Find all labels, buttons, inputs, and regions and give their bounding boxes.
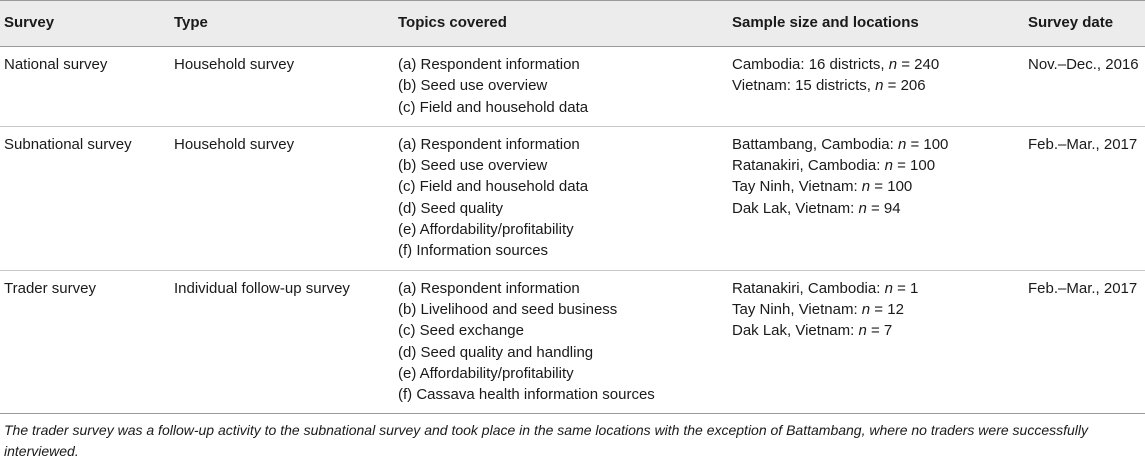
- header-type: Type: [170, 0, 394, 47]
- survey-table: Survey Type Topics covered Sample size a…: [0, 0, 1145, 415]
- sample-item: Dak Lak, Vietnam: n = 7: [732, 320, 1024, 341]
- topic-item: (b) Seed use overview: [398, 77, 548, 95]
- sample-n-symbol: n: [888, 56, 898, 73]
- sample-value: = 100: [906, 135, 949, 153]
- sample-n-symbol: n: [875, 77, 884, 95]
- topic-item: (e) Affordability/profitability: [398, 364, 574, 382]
- topic-item: (f) Cassava health information sources: [398, 386, 655, 404]
- topic-item: (d) Seed quality and handling: [398, 343, 594, 361]
- sample-n-symbol: n: [884, 279, 893, 297]
- sample-value: = 1: [892, 279, 919, 297]
- header-survey: Survey: [0, 0, 170, 47]
- topic-item: (a) Respondent information: [398, 56, 580, 73]
- cell-date: Nov.–Dec., 2016: [1028, 56, 1139, 73]
- sample-value: = 100: [870, 178, 913, 196]
- sample-location: Tay Ninh, Vietnam:: [732, 300, 862, 318]
- sample-location: Ratanakiri, Cambodia:: [732, 279, 885, 297]
- sample-item: Ratanakiri, Cambodia: n = 100: [732, 155, 1024, 176]
- cell-type: Household survey: [174, 56, 295, 73]
- cell-date: Feb.–Mar., 2017: [1024, 125, 1145, 271]
- topic-item: (a) Respondent information: [398, 135, 580, 153]
- cell-date: Feb.–Mar., 2017: [1024, 269, 1145, 415]
- sample-item: Tay Ninh, Vietnam: n = 12: [732, 299, 1024, 320]
- sample-value: = 240: [897, 56, 940, 73]
- topic-item: (b) Livelihood and seed business: [398, 300, 618, 318]
- sample-location: Cambodia: 16 districts,: [732, 56, 889, 73]
- header-sample: Sample size and locations: [728, 0, 1024, 47]
- topic-item: (f) Information sources: [398, 242, 549, 260]
- sample-value: = 206: [883, 77, 926, 95]
- header-date: Survey date: [1024, 0, 1145, 47]
- topic-item: (b) Seed use overview: [398, 157, 548, 175]
- cell-topics: (a) Respondent information (b) Livelihood…: [394, 269, 728, 415]
- topic-item: (d) Seed quality: [398, 199, 504, 217]
- topic-item: (a) Respondent information: [398, 279, 580, 297]
- topic-item: (c) Field and household data: [398, 98, 589, 116]
- sample-item: Battambang, Cambodia: n = 100: [732, 134, 1024, 155]
- table-footnote: The trader survey was a follow-up activi…: [4, 422, 1089, 460]
- header-topics: Topics covered: [394, 0, 728, 47]
- sample-location: Dak Lak, Vietnam:: [732, 322, 859, 340]
- topic-item: (e) Affordability/profitability: [398, 221, 574, 239]
- sample-n-symbol: n: [897, 135, 907, 153]
- sample-n-symbol: n: [861, 178, 871, 196]
- sample-item: Ratanakiri, Cambodia: n = 1: [732, 278, 1024, 299]
- sample-n-symbol: n: [858, 322, 867, 340]
- sample-location: Tay Ninh, Vietnam:: [732, 178, 862, 196]
- sample-value: = 100: [892, 157, 936, 175]
- sample-location: Ratanakiri, Cambodia:: [732, 157, 885, 175]
- header-row: Survey Type Topics covered Sample size a…: [0, 0, 1145, 47]
- sample-location: Dak Lak, Vietnam:: [732, 199, 859, 217]
- sample-value: = 7: [866, 322, 893, 340]
- sample-n-symbol: n: [858, 199, 867, 217]
- cell-survey: National survey: [4, 56, 108, 73]
- topic-item: (c) Seed exchange: [398, 322, 524, 340]
- topic-item: (c) Field and household data: [398, 178, 589, 196]
- cell-topics: (a) Respondent information (b) Seed use o…: [394, 125, 728, 271]
- sample-location: Vietnam: 15 districts,: [732, 77, 876, 95]
- cell-type: Household survey: [170, 125, 394, 271]
- table-row: National survey Household survey (a) Respo…: [0, 47, 1145, 127]
- sample-item: Vietnam: 15 districts, n = 206: [732, 75, 1024, 96]
- sample-n-symbol: n: [861, 300, 871, 318]
- sample-n-symbol: n: [884, 157, 893, 175]
- sample-location: Battambang, Cambodia:: [732, 135, 898, 153]
- table-header: Survey Type Topics covered Sample size a…: [0, 0, 1145, 47]
- sample-item: Dak Lak, Vietnam: n = 94: [732, 198, 1024, 219]
- sample-value: = 12: [870, 300, 904, 318]
- cell-type: Individual follow-up survey: [170, 269, 394, 415]
- sample-value: = 94: [866, 199, 901, 217]
- cell-survey: Trader survey: [0, 269, 170, 415]
- sample-item: Cambodia: 16 districts, n = 240: [732, 54, 1024, 75]
- cell-survey: Subnational survey: [0, 125, 170, 271]
- cell-topics: (a) Respondent information (b) Seed use o…: [394, 47, 728, 127]
- sample-item: Tay Ninh, Vietnam: n = 100: [732, 176, 1024, 197]
